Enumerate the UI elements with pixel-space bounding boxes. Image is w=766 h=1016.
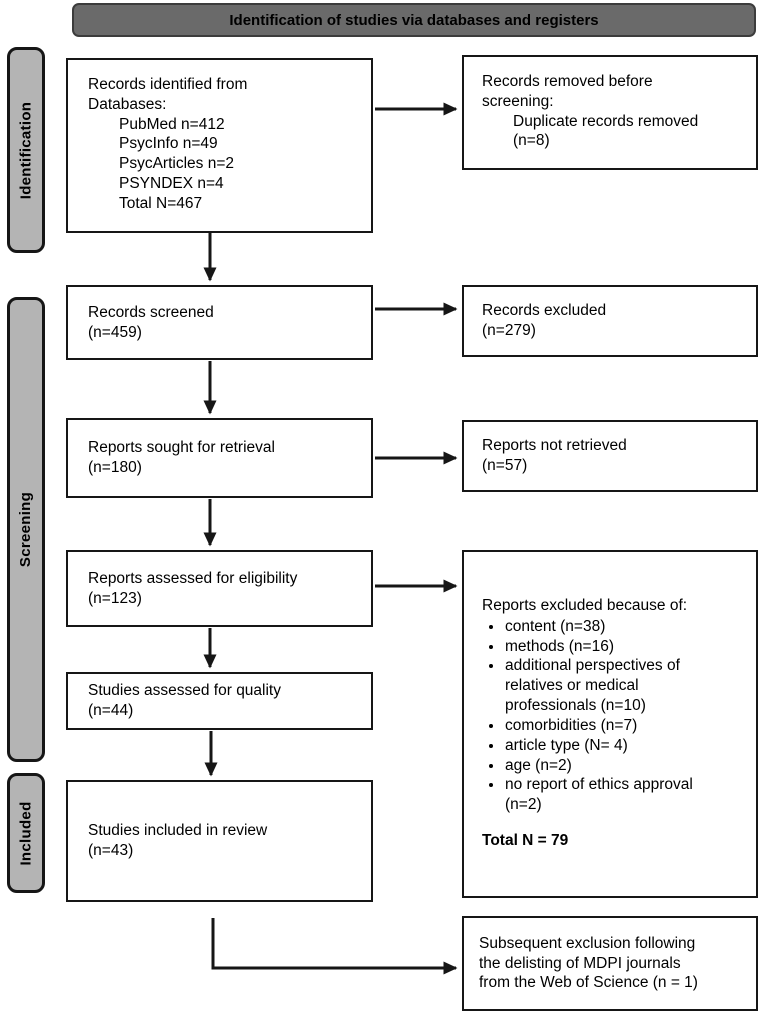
exclusion-reason-age: age (n=2) xyxy=(504,756,744,776)
stage-label-screening-text: Screening xyxy=(17,491,35,568)
exclusion-reason-perspectives: additional perspectives of relatives or … xyxy=(504,656,744,715)
stage-label-identification: Identification xyxy=(7,47,45,253)
studies-included-text: Studies included in review (n=43) xyxy=(88,822,268,859)
exclusion-reason-comorbidities: comorbidities (n=7) xyxy=(504,716,744,736)
reports-assessed-text: Reports assessed for eligibility (n=123) xyxy=(88,569,298,607)
exclusion-reason-content: content (n=38) xyxy=(504,617,744,637)
reports-excluded-total: Total N = 79 xyxy=(482,832,569,850)
banner: Identification of studies via databases … xyxy=(72,3,756,37)
stage-label-included-text: Included xyxy=(17,800,35,866)
reports-assessed-box: Reports assessed for eligibility (n=123) xyxy=(66,550,373,627)
db-count-psycinfo: PsycInfo n=49 xyxy=(119,135,218,153)
subsequent-exclusion-box: Subsequent exclusion following the delis… xyxy=(462,916,758,1011)
studies-included-box: Studies included in review (n=43) xyxy=(66,780,373,902)
reports-not-retrieved-box: Reports not retrieved (n=57) xyxy=(462,420,758,492)
exclusion-reason-ethics: no report of ethics approval (n=2) xyxy=(504,775,744,815)
records-excluded-box: Records excluded (n=279) xyxy=(462,285,758,357)
reports-excluded-box: Reports excluded because of: content (n=… xyxy=(462,550,758,898)
reports-sought-box: Reports sought for retrieval (n=180) xyxy=(66,418,373,498)
records-removed-box: Records removed before screening: Duplic… xyxy=(462,55,758,170)
exclusion-reason-methods: methods (n=16) xyxy=(504,637,744,657)
reports-excluded-reason-list: content (n=38) methods (n=16) additional… xyxy=(482,617,744,815)
reports-not-retrieved-text: Reports not retrieved (n=57) xyxy=(482,437,627,474)
records-excluded-text: Records excluded (n=279) xyxy=(482,302,607,339)
reports-excluded-heading: Reports excluded because of: xyxy=(482,597,688,614)
records-screened-box: Records screened (n=459) xyxy=(66,285,373,360)
records-screened-text: Records screened (n=459) xyxy=(88,303,214,341)
reports-sought-text: Reports sought for retrieval (n=180) xyxy=(88,439,275,476)
banner-title: Identification of studies via databases … xyxy=(229,11,599,29)
records-identified-heading: Records identified from Databases: xyxy=(88,76,248,113)
records-removed-heading: Records removed before screening: xyxy=(482,73,653,110)
stage-label-screening: Screening xyxy=(7,297,45,762)
db-count-total: Total N=467 xyxy=(119,194,203,212)
db-count-psyndex: PSYNDEX n=4 xyxy=(119,175,224,193)
records-removed-detail: Duplicate records removed (n=8) xyxy=(513,112,699,150)
subsequent-exclusion-text: Subsequent exclusion following the delis… xyxy=(479,934,698,992)
stage-label-identification-text: Identification xyxy=(17,101,35,199)
studies-quality-box: Studies assessed for quality (n=44) xyxy=(66,672,373,730)
stage-label-included: Included xyxy=(7,773,45,893)
db-count-pubmed: PubMed n=412 xyxy=(119,115,225,133)
studies-quality-text: Studies assessed for quality (n=44) xyxy=(88,682,281,719)
exclusion-reason-article-type: article type (N= 4) xyxy=(504,736,744,756)
db-count-psycarticles: PsycArticles n=2 xyxy=(119,155,235,173)
records-identified-box: Records identified from Databases: PubMe… xyxy=(66,58,373,233)
